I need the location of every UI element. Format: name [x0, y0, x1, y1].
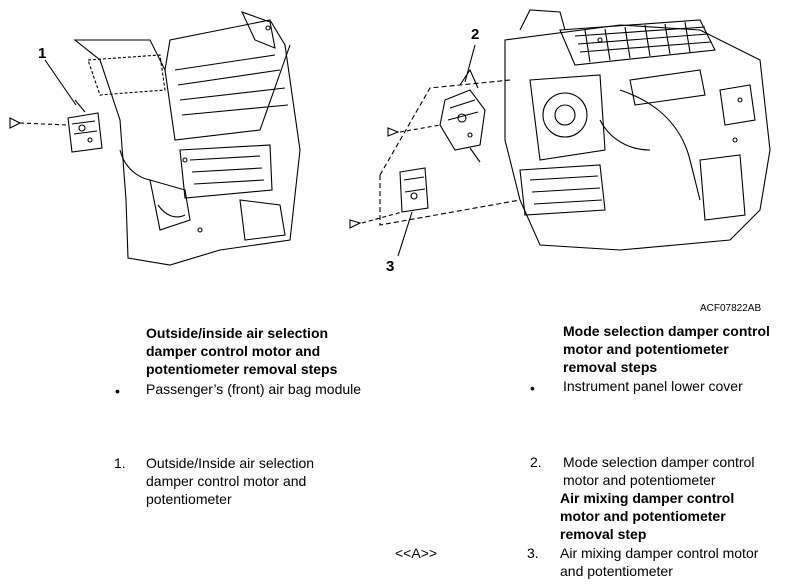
step3-marker: <<A>> [395, 545, 438, 561]
callout-3: 3 [386, 258, 395, 275]
callout-1: 1 [38, 45, 47, 62]
left-step-text: Outside/Inside air selection damper cont… [146, 455, 315, 507]
right-step3-text: Air mixing damper control motor and pote… [560, 545, 759, 579]
right-bullet-text: Instrument panel lower cover [563, 378, 743, 394]
right-heading-2: Air mixing damper control motor and pote… [560, 490, 735, 542]
right-bullet: • [530, 380, 535, 396]
motor-2-mode-selection [388, 45, 485, 162]
left-step-number: 1. [114, 455, 126, 471]
exploded-view-diagram [0, 0, 786, 300]
right-heading: Mode selection damper control motor and … [563, 323, 770, 375]
left-heading: Outside/inside air selection damper cont… [146, 325, 338, 377]
left-bullet-text: Passenger’s (front) air bag module [146, 381, 362, 397]
callout-2: 2 [471, 26, 480, 43]
left-heater-unit [75, 12, 300, 265]
right-step3-number: 3. [527, 545, 539, 561]
figure-code: ACF07822AB [700, 303, 762, 314]
motor-3-air-mixing [350, 168, 428, 256]
right-step2-text: Mode selection damper control motor and … [563, 454, 755, 488]
right-step2-number: 2. [530, 454, 542, 470]
motor-1-outside-inside-air [10, 60, 102, 152]
left-bullet: • [115, 383, 120, 399]
right-heater-unit [505, 10, 770, 250]
